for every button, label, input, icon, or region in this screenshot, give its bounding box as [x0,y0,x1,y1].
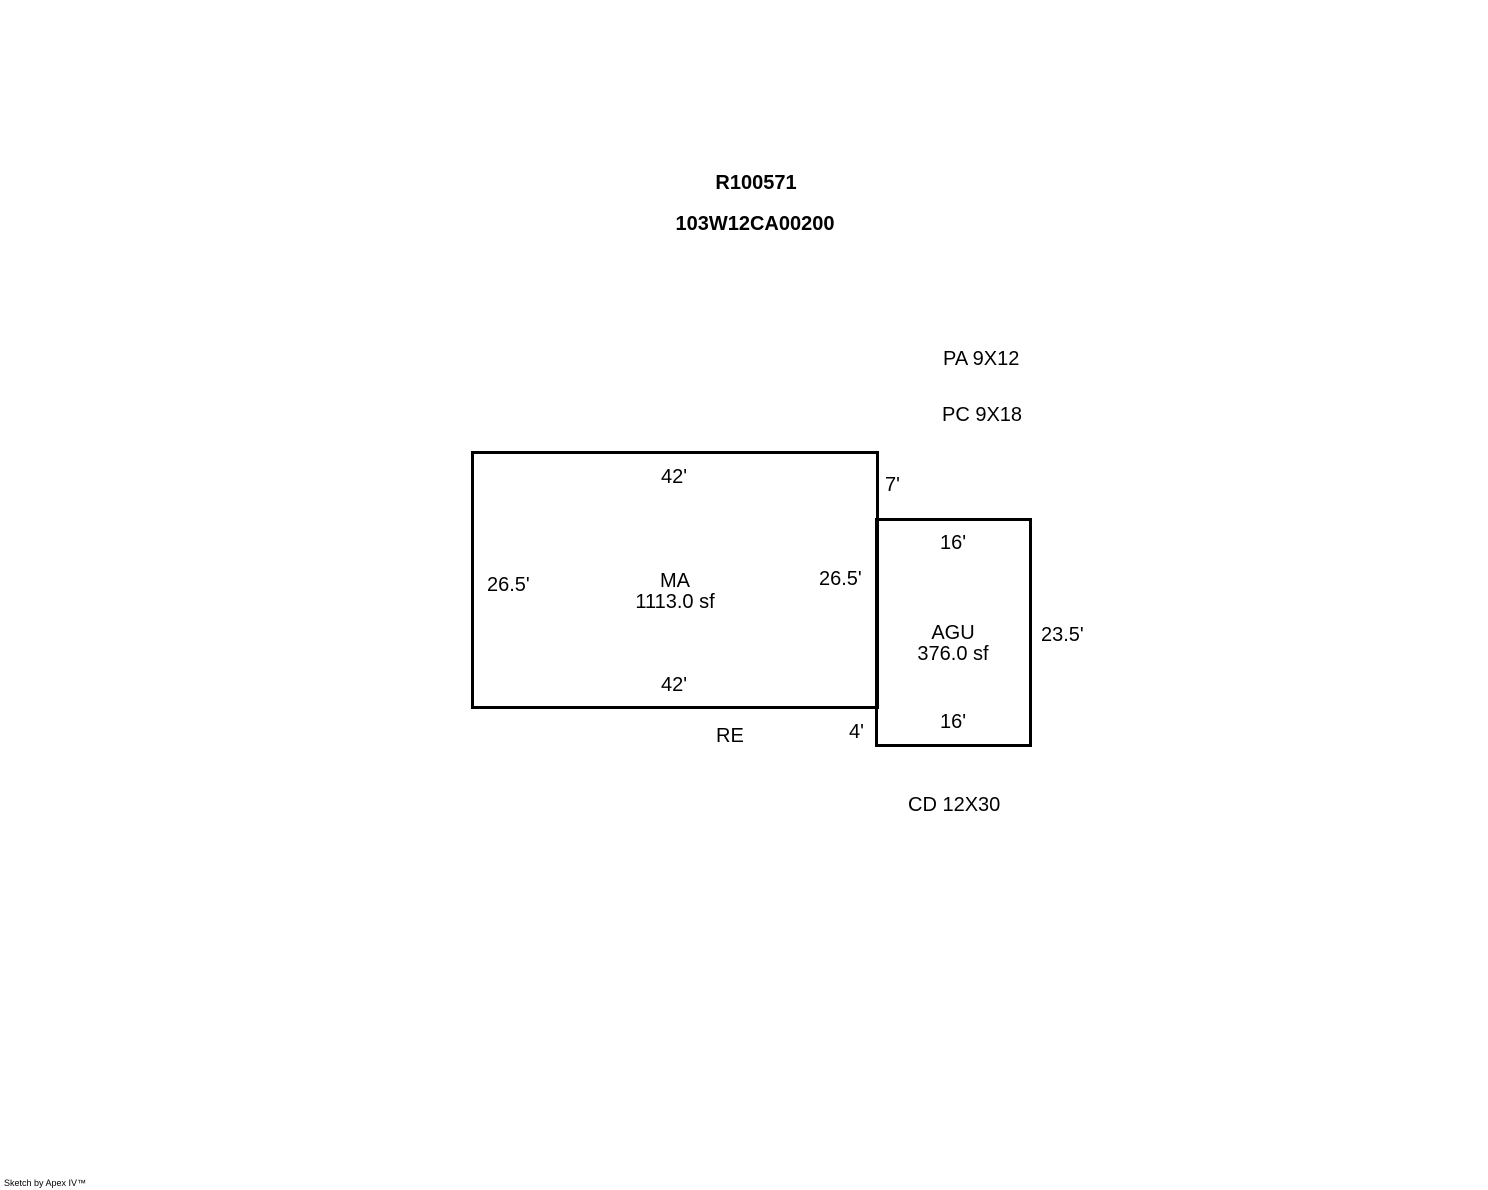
note-cd: CD 12X30 [908,794,1001,816]
main-area-sf: 1113.0 sf [635,591,715,613]
main-area-right-dim: 26.5' [819,568,862,590]
garage-code: AGU [931,622,975,644]
account-number: R100571 [715,172,797,194]
garage-offset-top-dim: 7' [885,474,900,496]
sketch-credit: Sketch by Apex IV™ [4,1178,87,1188]
garage-outline [875,518,1032,747]
main-area-code: MA [659,570,690,592]
garage-bottom-dim: 16' [939,711,967,733]
garage-right-dim: 23.5' [1041,624,1084,646]
garage-top-dim: 16' [939,532,967,554]
garage-label: AGU 376.0 sf [917,623,988,665]
garage-offset-bottom-dim: 4' [849,721,864,743]
main-area-bottom-dim: 42' [660,674,688,696]
main-area-label: MA 1113.0 sf [635,571,714,613]
note-pa: PA 9X12 [943,348,1020,370]
map-tax-lot: 103W12CA00200 [675,213,835,235]
main-area-top-dim: 42' [660,466,688,488]
note-pc: PC 9X18 [942,404,1023,426]
main-area-left-dim: 26.5' [487,574,530,596]
garage-sf: 376.0 sf [917,643,989,665]
note-re: RE [716,725,744,747]
